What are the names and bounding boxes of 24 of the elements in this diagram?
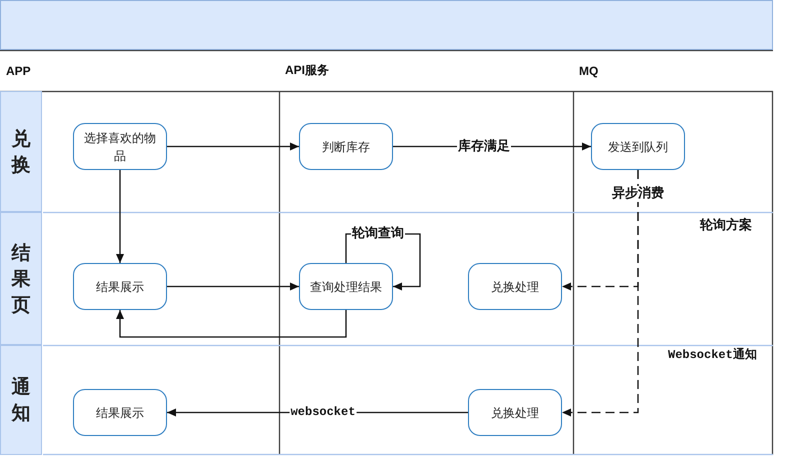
arrow	[116, 310, 347, 338]
arrow	[167, 282, 299, 290]
edge-label: 轮询查询	[351, 226, 405, 242]
arrow	[116, 170, 124, 263]
process-box: 兑换处理	[468, 389, 562, 436]
note-text: 轮询方案	[700, 218, 752, 234]
note-text: Websocket通知	[668, 347, 757, 363]
lane-header: MQ	[573, 50, 773, 91]
process-box: 兑换处理	[468, 263, 562, 310]
process-box: 选择喜欢的物品	[73, 123, 167, 170]
lane-header: API服务	[279, 50, 573, 91]
arrow	[167, 142, 299, 150]
lane-header: 结果页	[0, 212, 42, 345]
dashed-arrow	[562, 170, 639, 416]
edge-label: 库存满足	[457, 139, 511, 155]
lane-header: 通知	[0, 345, 42, 455]
process-box: 结果展示	[73, 389, 167, 436]
edge-label: 异步消费	[611, 186, 665, 202]
process-box: 结果展示	[73, 263, 167, 310]
lane-header: 兑换	[0, 91, 42, 212]
process-box: 判断库存	[299, 123, 393, 170]
process-box: 发送到队列	[591, 123, 685, 170]
process-box: 查询处理结果	[299, 263, 393, 310]
lane-header: APP	[0, 50, 279, 91]
